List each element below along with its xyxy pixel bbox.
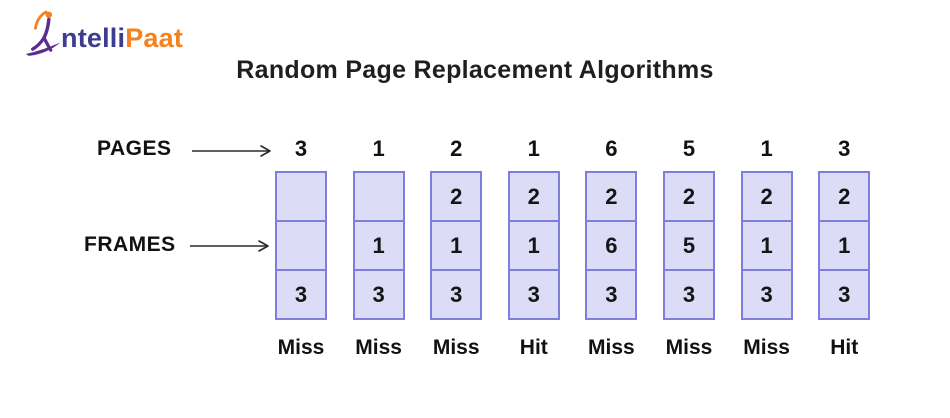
frame-cell: 1 [740, 220, 793, 271]
logo-person-icon [25, 10, 61, 56]
logo-text-primary: ntelli [61, 23, 126, 53]
logo-text-accent: Paat [125, 23, 184, 53]
result-label: Miss [665, 336, 713, 359]
frame-cell [352, 171, 405, 222]
page-number: 2 [450, 136, 463, 161]
frame-cell: 3 [507, 269, 560, 320]
frame-cell: 3 [663, 269, 715, 320]
frame-cell: 2 [585, 171, 638, 222]
frame-cell: 6 [585, 220, 638, 271]
pages-label: PAGES [97, 137, 172, 160]
frame-cell: 1 [507, 220, 560, 271]
page-number: 1 [527, 136, 540, 161]
frame-cell: 3 [430, 269, 483, 320]
frame-cell: 1 [352, 220, 405, 271]
frame-cell: 2 [430, 171, 483, 222]
result-label: Miss [432, 336, 480, 359]
frame-cell [275, 171, 327, 222]
frame-cell: 2 [507, 171, 560, 222]
frame-cell: 3 [275, 269, 327, 320]
page-number: 1 [760, 136, 773, 161]
frame-cell [275, 220, 327, 271]
logo-wordmark: ntelliPaat [61, 25, 183, 58]
page-number: 3 [838, 136, 851, 161]
frame-cell: 3 [352, 269, 405, 320]
result-label: Hit [830, 336, 859, 359]
frame-cell: 1 [430, 220, 483, 271]
frame-cell: 3 [740, 269, 793, 320]
result-label: Miss [355, 336, 402, 359]
result-label: Miss [277, 336, 325, 359]
result-label: Miss [588, 336, 635, 359]
frame-cell: 2 [818, 171, 871, 222]
result-label: Miss [743, 336, 790, 359]
frame-cell: 3 [585, 269, 638, 320]
frames-arrow-right-icon [190, 240, 269, 252]
frame-cell: 5 [663, 220, 715, 271]
frame-cell: 2 [663, 171, 715, 222]
pages-arrow-right-icon [192, 145, 271, 157]
page-number: 6 [605, 136, 618, 161]
intellipaat-logo: ntelliPaat [24, 6, 183, 58]
frames-label: FRAMES [84, 233, 176, 256]
frame-cell: 2 [740, 171, 793, 222]
page-number: 5 [682, 136, 696, 161]
frame-cell: 1 [818, 220, 871, 271]
page-number: 3 [294, 136, 308, 161]
result-label: Hit [519, 336, 548, 359]
page-number: 1 [372, 136, 385, 161]
frame-cell: 3 [818, 269, 871, 320]
page-title: Random Page Replacement Algorithms [236, 56, 714, 84]
frame-stack: 3 [275, 171, 327, 320]
